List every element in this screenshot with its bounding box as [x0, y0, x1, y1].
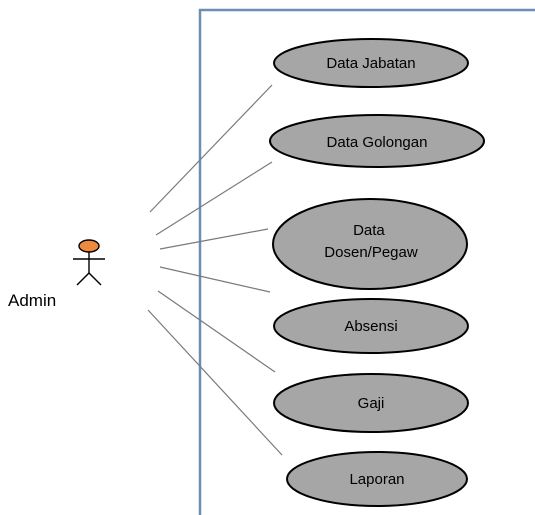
usecase-absensi[interactable]: Absensi: [273, 298, 469, 354]
usecase-label: Data Dosen/Pegaw: [324, 222, 418, 261]
usecase-label-line: Data Jabatan: [326, 55, 415, 72]
usecase-ellipse: [273, 38, 469, 88]
usecase-label: Absensi: [344, 318, 397, 335]
usecase-ellipse: [269, 114, 485, 168]
usecase-label-line: Laporan: [349, 471, 404, 488]
actor-right-leg: [88, 272, 102, 286]
usecase-label: Data Jabatan: [326, 55, 415, 72]
usecase-label: Gaji: [358, 395, 385, 412]
actor-head-icon: [78, 239, 100, 253]
associations: [147, 84, 283, 456]
actor-label: Admin: [8, 291, 56, 310]
usecase-gaji[interactable]: Gaji: [273, 373, 469, 433]
usecase-laporan[interactable]: Laporan: [286, 451, 468, 507]
usecase-ellipse: [286, 451, 468, 507]
association-absensi: [159, 266, 271, 293]
usecase-data-dosen-pegawai[interactable]: Data Dosen/Pegaw: [272, 198, 468, 290]
actor-left-leg: [76, 272, 90, 286]
association-data-dosen-pegawai: [159, 228, 269, 250]
usecase-data-jabatan[interactable]: Data Jabatan: [273, 38, 469, 88]
usecase-data-golongan[interactable]: Data Golongan: [269, 114, 485, 168]
usecase-ellipse: [273, 298, 469, 354]
usecase-label-line: Absensi: [344, 318, 397, 335]
association-data-jabatan: [149, 84, 273, 213]
association-laporan: [147, 309, 283, 456]
usecase-label-line: Data Golongan: [327, 134, 428, 151]
usecase-label-line: Data: [353, 222, 385, 239]
usecase-label: Laporan: [349, 471, 404, 488]
usecase-ellipse: [272, 198, 468, 290]
system-boundary: [198, 8, 535, 515]
usecase-label-line: Gaji: [358, 395, 385, 412]
usecase-label: Data Golongan: [327, 134, 428, 151]
actor-admin[interactable]: Admin: [8, 239, 105, 310]
usecase-ellipse: [273, 373, 469, 433]
association-gaji: [157, 290, 276, 373]
association-data-golongan: [155, 161, 273, 236]
usecase-label-line: Dosen/Pegaw: [324, 244, 418, 261]
